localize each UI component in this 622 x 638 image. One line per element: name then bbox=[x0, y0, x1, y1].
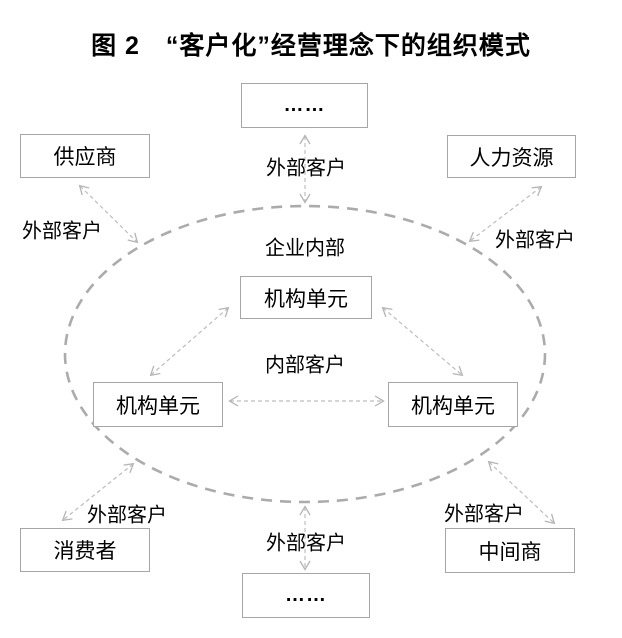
box-external-top-dots: …… bbox=[241, 83, 368, 128]
box-unit-right: 机构单元 bbox=[388, 382, 518, 427]
label-external-customer-top-right: 外部客户 bbox=[495, 229, 575, 252]
box-middleman: 中间商 bbox=[445, 528, 575, 573]
box-consumer: 消费者 bbox=[20, 528, 150, 572]
label-external-customer-bottom-right: 外部客户 bbox=[444, 503, 524, 526]
label-enterprise-internal: 企业内部 bbox=[265, 237, 345, 260]
box-unit-top: 机构单元 bbox=[240, 276, 372, 319]
label-internal-customer: 内部客户 bbox=[265, 354, 345, 377]
box-unit-left: 机构单元 bbox=[93, 382, 223, 427]
label-external-customer-top-center: 外部客户 bbox=[266, 157, 346, 180]
figure-title: 图 2 “客户化”经营理念下的组织模式 bbox=[91, 32, 531, 60]
box-supplier: 供应商 bbox=[20, 134, 150, 178]
label-external-customer-bottom-center: 外部客户 bbox=[266, 532, 346, 555]
arrow-unit-top-to-right bbox=[381, 306, 464, 377]
label-external-customer-bottom-left: 外部客户 bbox=[87, 504, 167, 527]
arrow-unit-top-to-left bbox=[149, 306, 230, 377]
box-human-resources: 人力资源 bbox=[447, 135, 576, 178]
box-external-bottom-dots: …… bbox=[242, 573, 370, 618]
label-external-customer-top-left: 外部客户 bbox=[22, 220, 102, 243]
